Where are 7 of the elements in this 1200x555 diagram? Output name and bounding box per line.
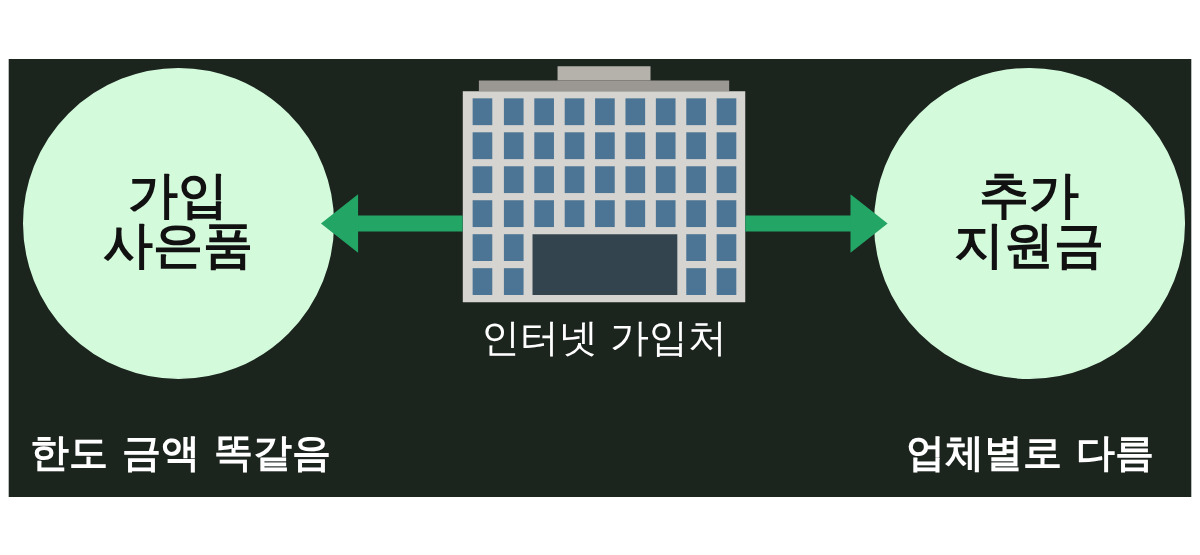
node-circle: 추가 지원금 [873, 67, 1186, 379]
arrow [745, 193, 888, 253]
arrow [320, 193, 463, 253]
node-label: 인터넷 가입처 [480, 313, 728, 360]
node-label: 업체별로 다름 [906, 428, 1154, 475]
node-label: 한도 금액 똑같음 [30, 428, 331, 475]
node-circle: 가입 사은품 [23, 67, 335, 379]
